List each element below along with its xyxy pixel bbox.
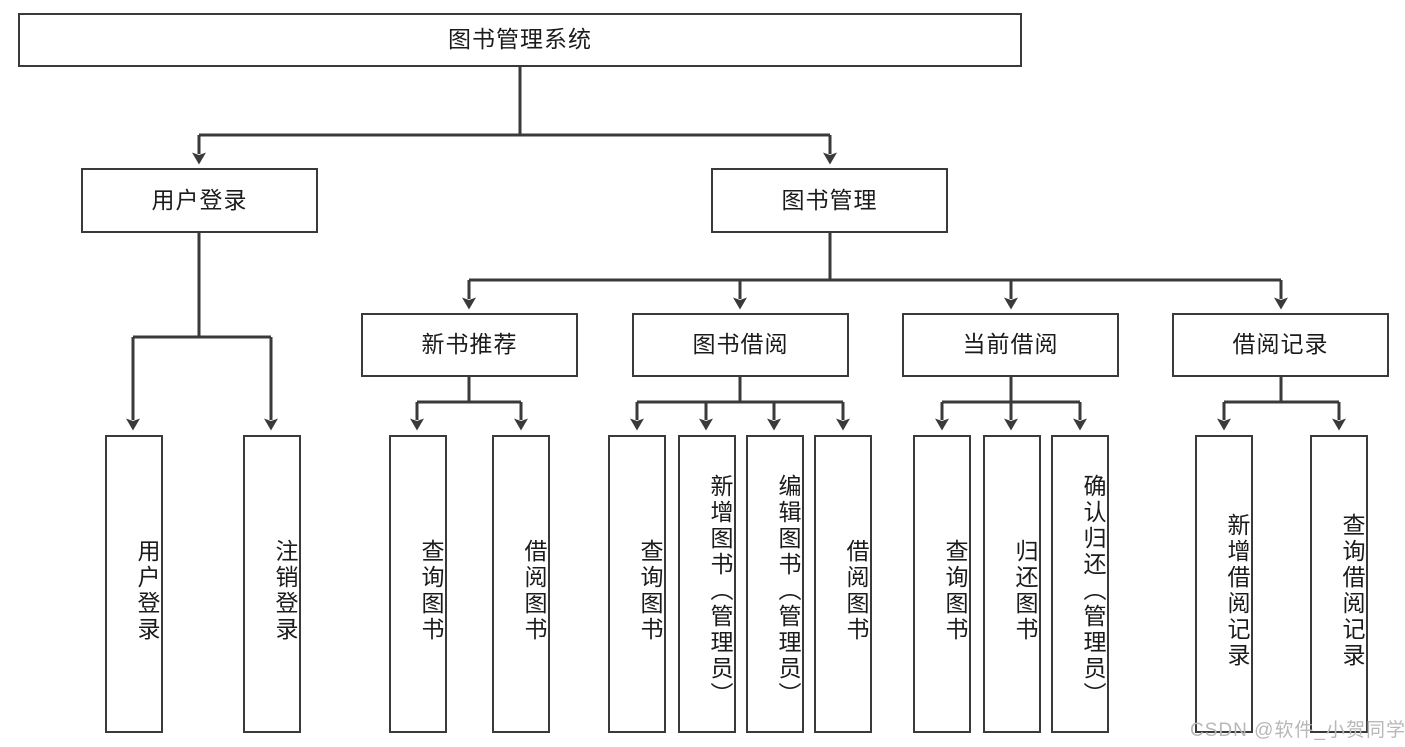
leaf-query-book-borrow[interactable]: 查询图书 [608, 435, 666, 733]
leaf-add-borrow-record-label: 新增借阅记录 [1224, 513, 1250, 669]
node-book-management-label: 图书管理 [781, 186, 878, 213]
leaf-query-book-current-label: 查询图书 [942, 539, 968, 643]
node-new-book-recommend[interactable]: 新书推荐 [361, 313, 578, 377]
leaf-user-login[interactable]: 用户登录 [105, 435, 163, 733]
node-book-borrow[interactable]: 图书借阅 [632, 313, 849, 377]
node-user-login-label: 用户登录 [151, 186, 248, 213]
node-current-borrow-label: 当前借阅 [962, 331, 1059, 358]
leaf-return-book-label: 归还图书 [1012, 539, 1038, 643]
node-borrow-record[interactable]: 借阅记录 [1172, 313, 1389, 377]
node-new-book-recommend-label: 新书推荐 [421, 331, 518, 358]
leaf-borrow-book-recommend[interactable]: 借阅图书 [492, 435, 550, 733]
node-borrow-record-label: 借阅记录 [1232, 331, 1329, 358]
leaf-add-book-admin-label: 新增图书（管理员） [707, 474, 733, 708]
node-user-login[interactable]: 用户登录 [81, 168, 318, 233]
leaf-query-book-borrow-label: 查询图书 [637, 539, 663, 643]
leaf-query-book-recommend-label: 查询图书 [418, 539, 444, 643]
node-book-borrow-label: 图书借阅 [692, 331, 789, 358]
leaf-confirm-return-admin-label: 确认归还（管理员） [1080, 474, 1106, 708]
node-root[interactable]: 图书管理系统 [18, 13, 1022, 67]
leaf-logout-label: 注销登录 [272, 539, 298, 643]
leaf-confirm-return-admin[interactable]: 确认归还（管理员） [1051, 435, 1109, 733]
leaf-query-book-current[interactable]: 查询图书 [913, 435, 971, 733]
leaf-borrow-book-label: 借阅图书 [843, 539, 869, 643]
leaf-query-borrow-record-label: 查询借阅记录 [1339, 513, 1365, 669]
node-current-borrow[interactable]: 当前借阅 [902, 313, 1119, 377]
node-book-management[interactable]: 图书管理 [711, 168, 948, 233]
leaf-borrow-book-recommend-label: 借阅图书 [521, 539, 547, 643]
leaf-logout[interactable]: 注销登录 [243, 435, 301, 733]
leaf-edit-book-admin[interactable]: 编辑图书（管理员） [746, 435, 804, 733]
leaf-borrow-book[interactable]: 借阅图书 [814, 435, 872, 733]
leaf-add-borrow-record[interactable]: 新增借阅记录 [1195, 435, 1253, 733]
leaf-query-borrow-record[interactable]: 查询借阅记录 [1310, 435, 1368, 733]
leaf-add-book-admin[interactable]: 新增图书（管理员） [678, 435, 736, 733]
leaf-return-book[interactable]: 归还图书 [983, 435, 1041, 733]
leaf-query-book-recommend[interactable]: 查询图书 [389, 435, 447, 733]
node-root-label: 图书管理系统 [448, 26, 592, 53]
leaf-edit-book-admin-label: 编辑图书（管理员） [775, 474, 801, 708]
leaf-user-login-label: 用户登录 [134, 539, 160, 643]
watermark-text: CSDN @软件_小贺同学 [1190, 720, 1405, 741]
